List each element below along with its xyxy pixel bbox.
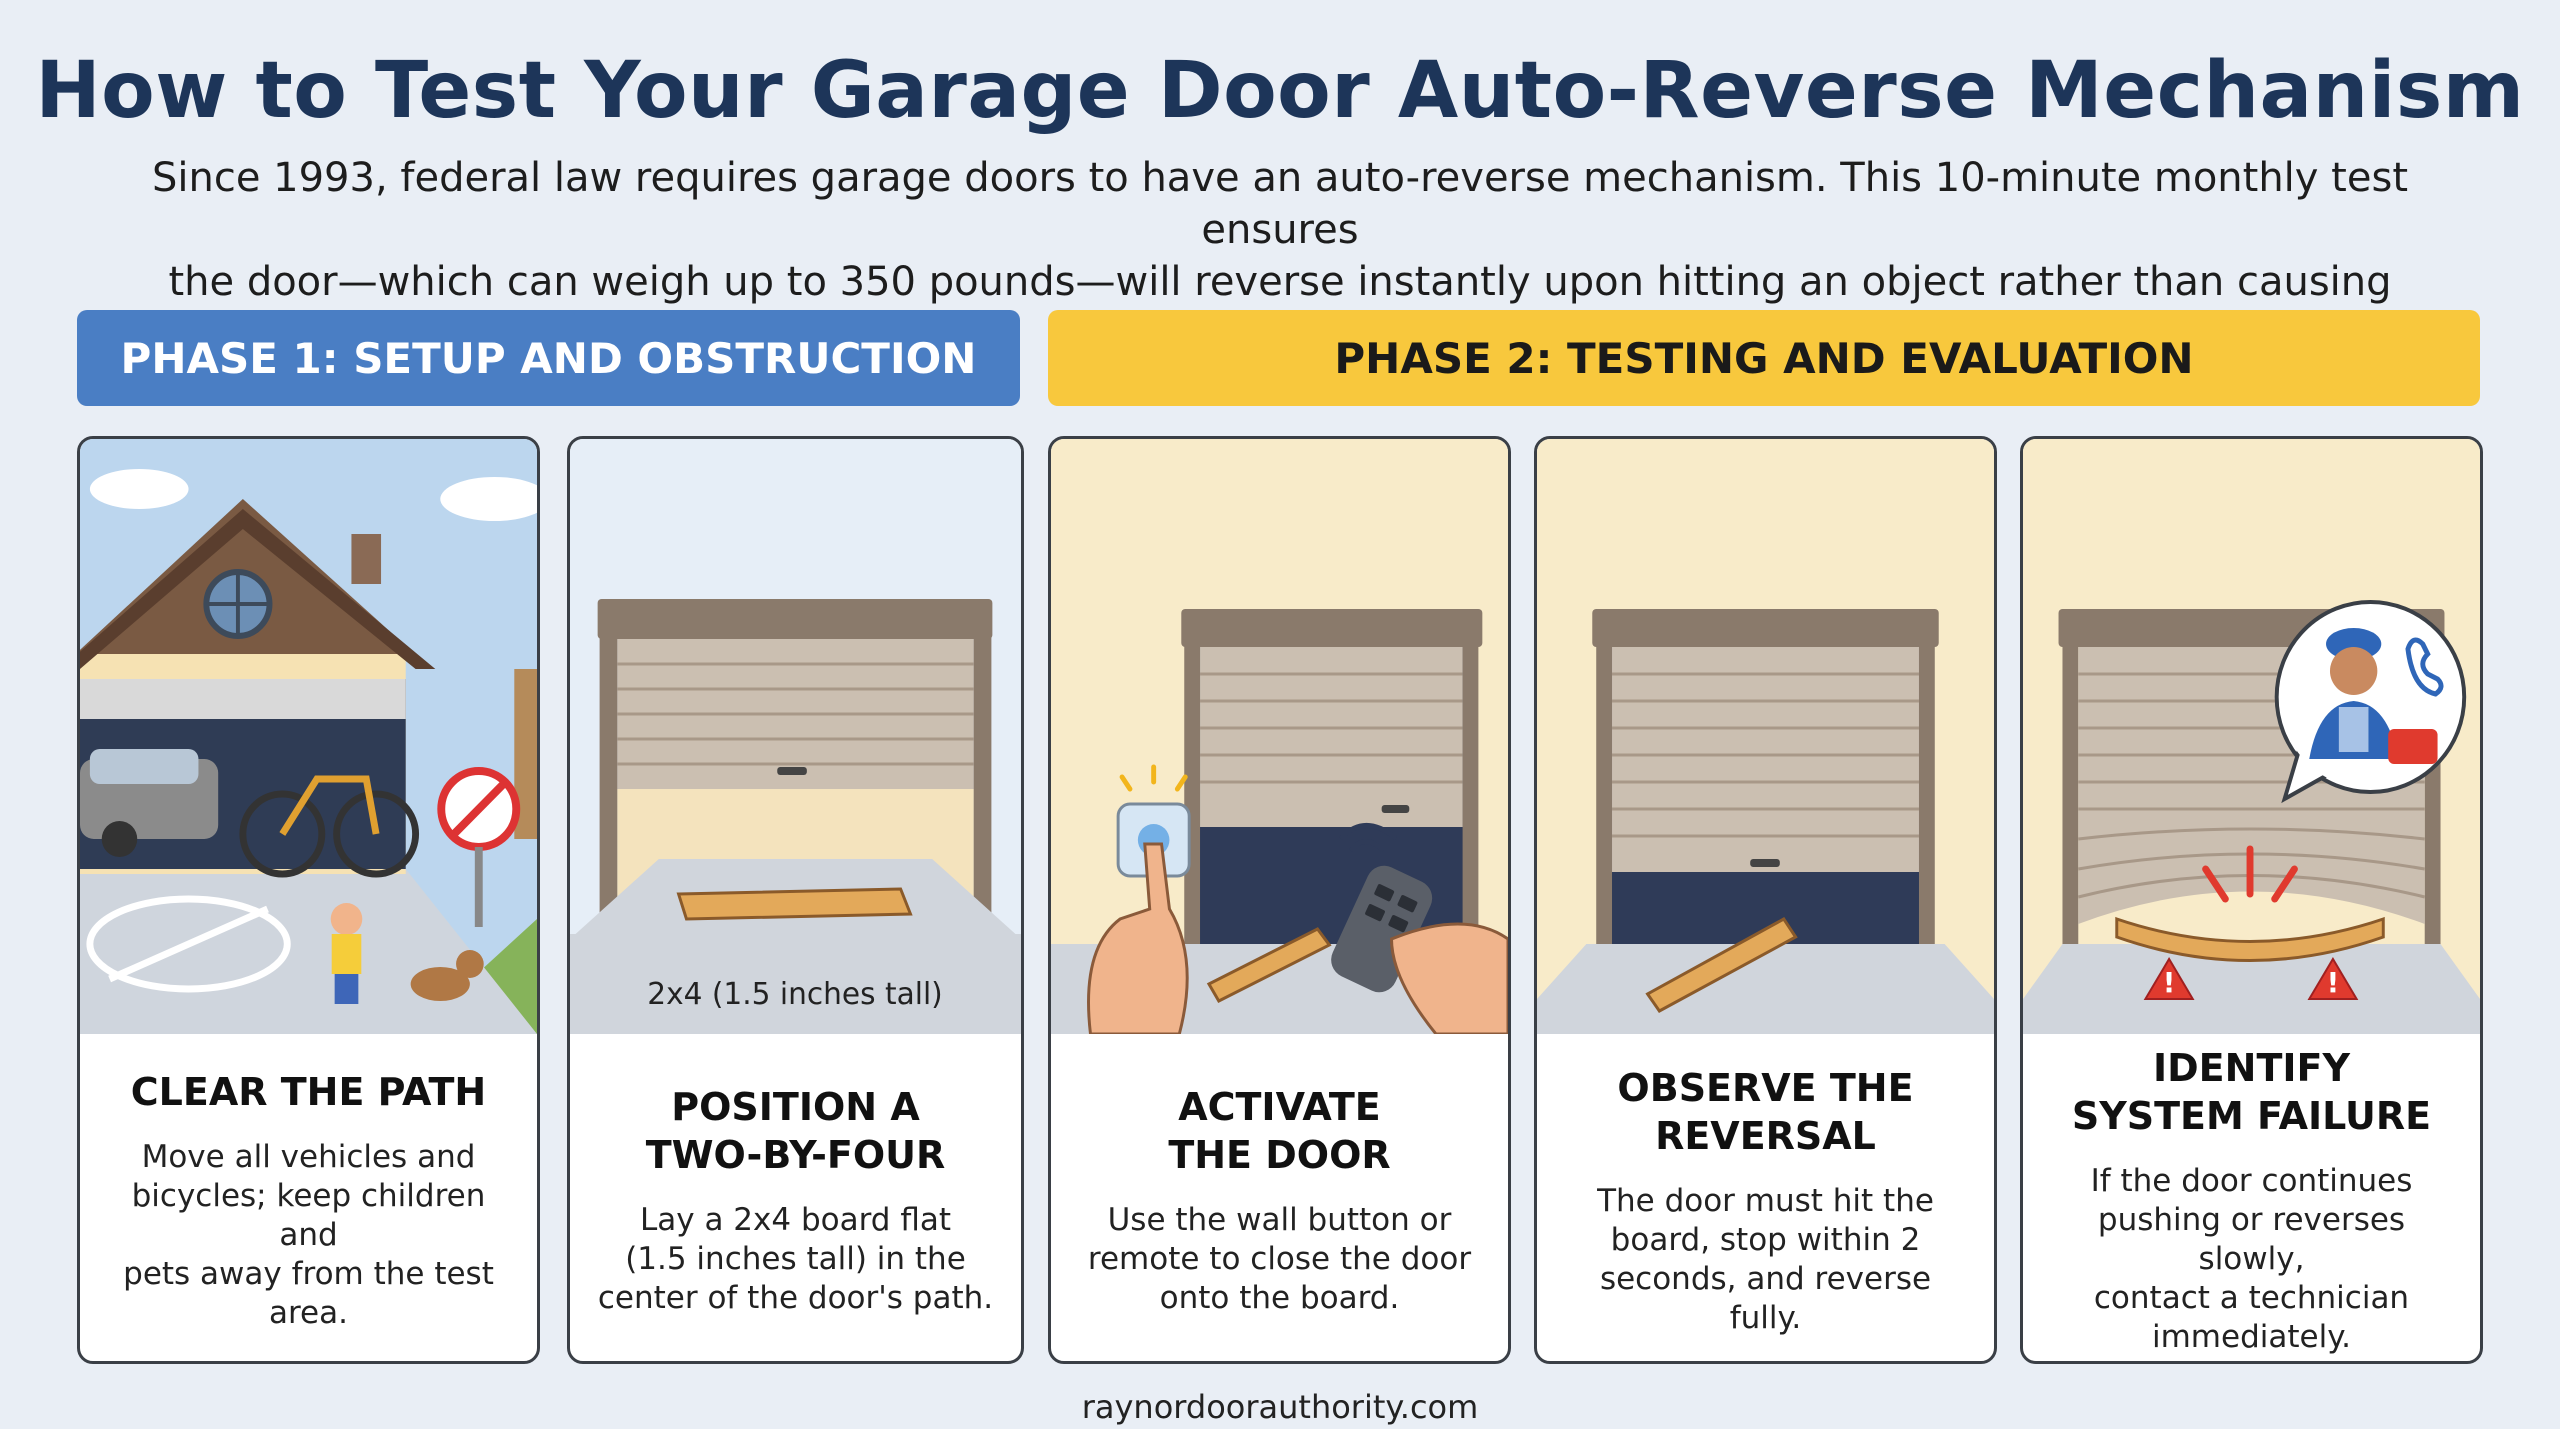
board-label: 2x4 (1.5 inches tall) xyxy=(647,977,942,1012)
step-card-clear-path: CLEAR THE PATH Move all vehicles and bic… xyxy=(77,436,540,1364)
step-card-activate-door: ACTIVATE THE DOOR Use the wall button or… xyxy=(1048,436,1511,1364)
step-description: If the door continues pushing or reverse… xyxy=(2090,1163,2413,1355)
board-icon: 2x4 (1.5 inches tall) xyxy=(570,439,1021,1034)
step-description: Move all vehicles and bicycles; keep chi… xyxy=(123,1139,494,1331)
step-description: The door must hit the board, stop within… xyxy=(1597,1182,1934,1336)
step-card-position-board: 2x4 (1.5 inches tall) POSITION A TWO-BY-… xyxy=(567,436,1024,1364)
step-title: CLEAR THE PATH xyxy=(130,1070,487,1114)
step-title: POSITION A TWO-BY-FOUR xyxy=(645,1085,946,1177)
house-garage-icon xyxy=(80,439,537,1034)
svg-text:!: ! xyxy=(2163,966,2176,999)
step-card-observe-reversal: OBSERVE THE REVERSAL The door must hit t… xyxy=(1534,436,1997,1364)
page-title: How to Test Your Garage Door Auto-Revers… xyxy=(35,46,2525,136)
step-card-identify-failure: ! ! IDENTIFY SYSTEM FAILURE If the door … xyxy=(2020,436,2483,1364)
step-description: Use the wall button or remote to close t… xyxy=(1087,1202,1472,1316)
svg-text:!: ! xyxy=(2327,966,2340,999)
step-title: IDENTIFY SYSTEM FAILURE xyxy=(2071,1046,2432,1138)
phase-1-banner: PHASE 1: SETUP AND OBSTRUCTION xyxy=(77,310,1020,406)
garage-door-icon xyxy=(1537,439,1994,1034)
footer-url: raynordoorauthority.com xyxy=(1081,1388,1479,1426)
step-title: OBSERVE THE REVERSAL xyxy=(1617,1065,1914,1158)
step-description: Lay a 2x4 board flat (1.5 inches tall) i… xyxy=(597,1202,994,1316)
warning-icon: ! ! xyxy=(2023,439,2480,1034)
remote-icon xyxy=(1051,439,1508,1034)
step-title: ACTIVATE THE DOOR xyxy=(1168,1085,1391,1177)
phase-2-banner: PHASE 2: TESTING AND EVALUATION xyxy=(1048,310,2480,406)
